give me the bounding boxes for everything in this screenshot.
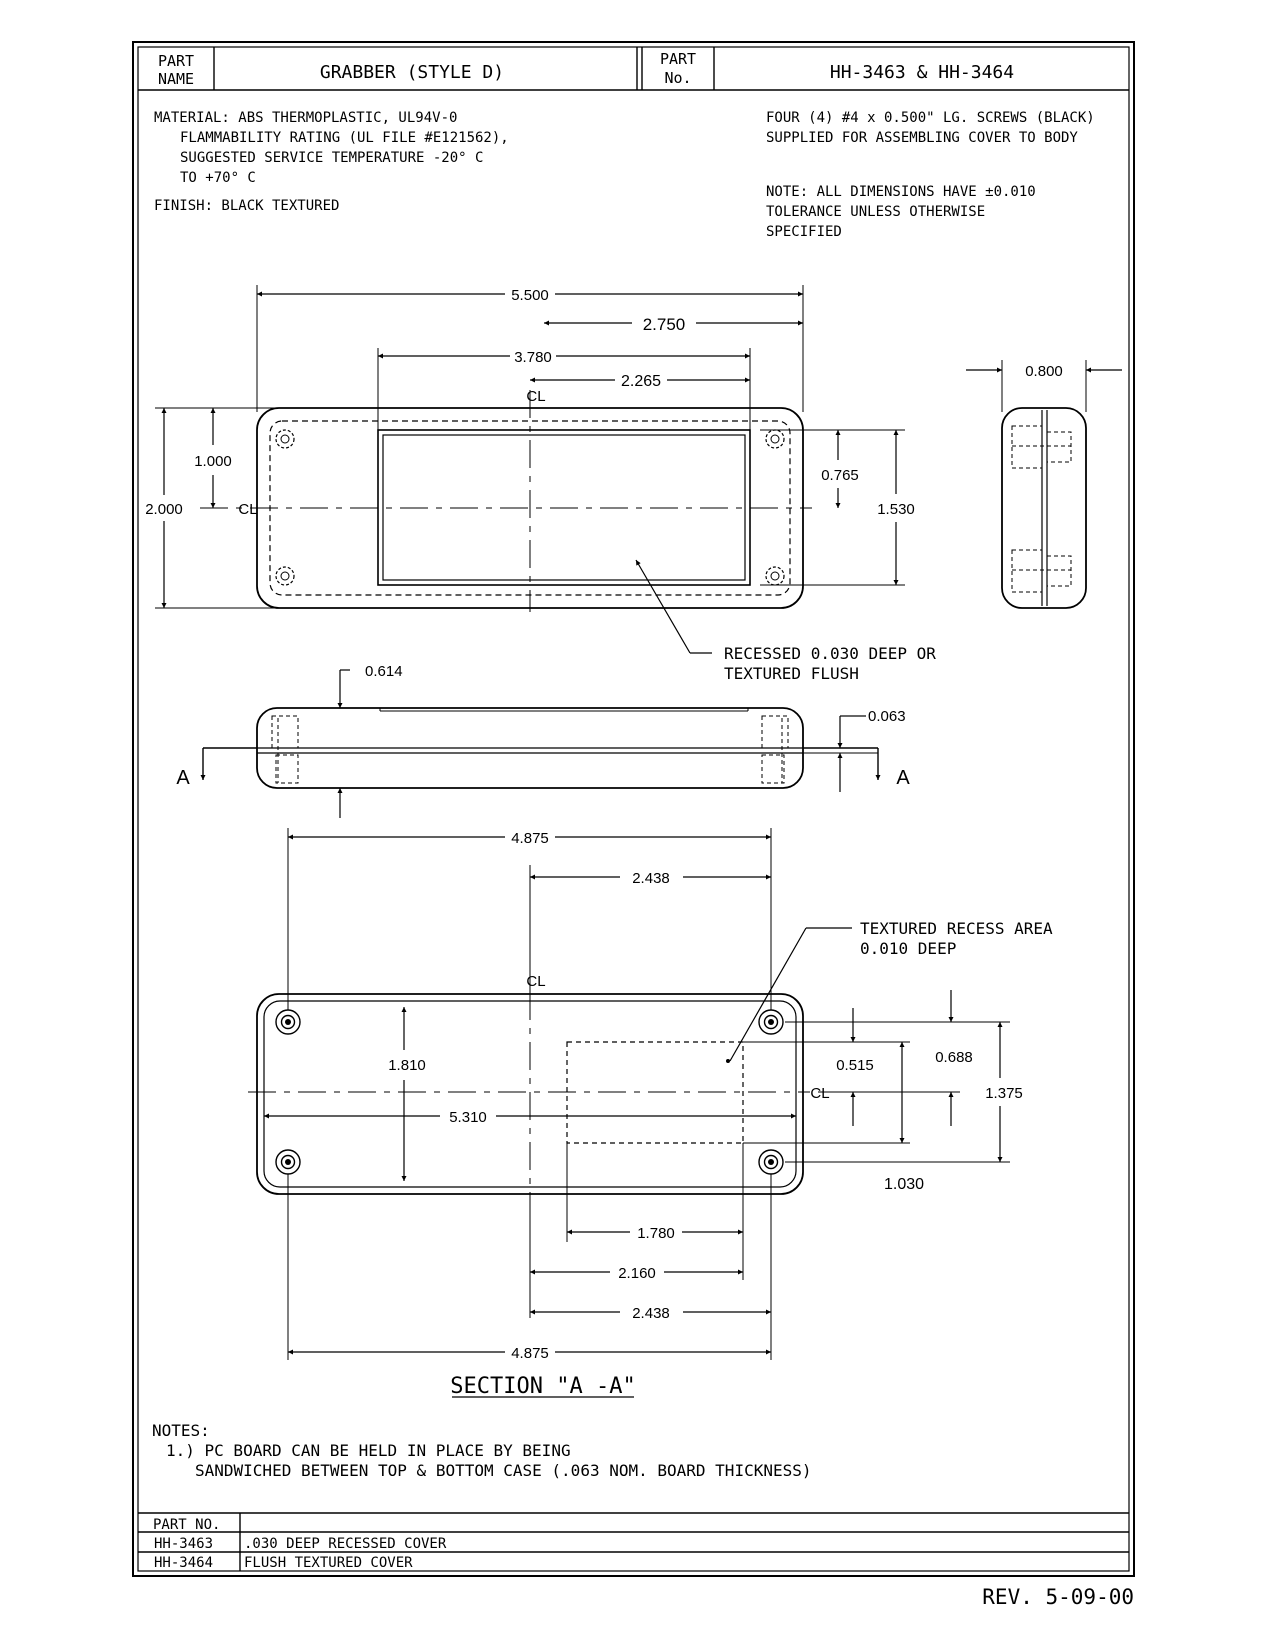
part-no-label-2: No. bbox=[664, 69, 691, 87]
svg-text:FOUR (4) #4 x 0.500" LG. SCREW: FOUR (4) #4 x 0.500" LG. SCREWS (BLACK) bbox=[766, 110, 1095, 126]
sheet-border bbox=[132, 41, 1135, 1577]
svg-text:1.780: 1.780 bbox=[637, 1225, 675, 1242]
end-view-depth-dim: 0.800 bbox=[1025, 363, 1063, 380]
screw-notes: FOUR (4) #4 x 0.500" LG. SCREWS (BLACK) … bbox=[766, 110, 1095, 146]
part-no-label: PART bbox=[660, 50, 696, 68]
svg-text:2.000: 2.000 bbox=[145, 501, 183, 518]
svg-text:2.160: 2.160 bbox=[618, 1265, 656, 1282]
svg-text:0.063: 0.063 bbox=[868, 708, 906, 725]
part-name-label: PART bbox=[158, 52, 194, 70]
svg-text:SECTION "A -A": SECTION "A -A" bbox=[450, 1374, 635, 1399]
parts-table-header: PART NO. bbox=[153, 1517, 220, 1533]
top-view-labels: 5.500 2.750 3.780 2.265 2.000 1.000 0.76… bbox=[145, 287, 936, 683]
svg-text:0.515: 0.515 bbox=[836, 1057, 874, 1074]
section-view-labels: 4.875 2.438 TEXTURED RECESS AREA 0.010 D… bbox=[388, 830, 1053, 1399]
svg-text:2.438: 2.438 bbox=[632, 870, 670, 887]
svg-text:SUGGESTED SERVICE TEMPERATURE: SUGGESTED SERVICE TEMPERATURE -20° C bbox=[180, 150, 483, 166]
part-no-value: HH-3463 & HH-3464 bbox=[830, 62, 1014, 83]
part-name-value: GRABBER (STYLE D) bbox=[320, 62, 504, 83]
parts-table-row-desc: FLUSH TEXTURED COVER bbox=[244, 1555, 413, 1571]
parts-table-row-desc: .030 DEEP RECESSED COVER bbox=[244, 1536, 447, 1552]
svg-text:1.) PC BOARD CAN BE HELD IN PL: 1.) PC BOARD CAN BE HELD IN PLACE BY BEI… bbox=[166, 1441, 571, 1460]
svg-text:A: A bbox=[896, 767, 910, 789]
svg-text:NOTES:: NOTES: bbox=[152, 1421, 210, 1440]
revision-label: REV. 5-09-00 bbox=[982, 1585, 1134, 1609]
svg-text:CL: CL bbox=[526, 973, 545, 990]
notes: NOTES: 1.) PC BOARD CAN BE HELD IN PLACE… bbox=[152, 1421, 812, 1480]
svg-text:SANDWICHED BETWEEN TOP & BOTTO: SANDWICHED BETWEEN TOP & BOTTOM CASE (.0… bbox=[195, 1461, 812, 1480]
tolerance-notes: NOTE: ALL DIMENSIONS HAVE ±0.010 TOLERAN… bbox=[766, 184, 1036, 240]
svg-text:0.010 DEEP: 0.010 DEEP bbox=[860, 939, 956, 958]
svg-text:5.310: 5.310 bbox=[449, 1109, 487, 1126]
svg-text:5.500: 5.500 bbox=[511, 287, 549, 304]
svg-text:CL: CL bbox=[526, 388, 545, 405]
svg-text:SPECIFIED: SPECIFIED bbox=[766, 224, 842, 240]
section-view bbox=[248, 828, 1010, 1398]
top-view bbox=[155, 285, 905, 654]
side-view bbox=[200, 669, 881, 818]
svg-text:4.875: 4.875 bbox=[511, 1345, 549, 1362]
svg-text:TOLERANCE UNLESS OTHERWISE: TOLERANCE UNLESS OTHERWISE bbox=[766, 204, 985, 220]
parts-table bbox=[138, 1512, 1129, 1571]
svg-text:RECESSED 0.030 DEEP OR: RECESSED 0.030 DEEP OR bbox=[724, 644, 936, 663]
end-view bbox=[966, 360, 1122, 609]
parts-table-row-part: HH-3463 bbox=[154, 1536, 213, 1552]
part-name-label-2: NAME bbox=[158, 70, 194, 88]
svg-text:TO +70° C: TO +70° C bbox=[180, 170, 256, 186]
svg-text:SUPPLIED FOR ASSEMBLING COVER: SUPPLIED FOR ASSEMBLING COVER TO BODY bbox=[766, 130, 1078, 146]
svg-text:TEXTURED RECESS AREA: TEXTURED RECESS AREA bbox=[860, 919, 1053, 938]
svg-text:0.688: 0.688 bbox=[935, 1049, 973, 1066]
svg-text:0.614: 0.614 bbox=[365, 663, 403, 680]
svg-text:3.780: 3.780 bbox=[514, 349, 552, 366]
material-notes: MATERIAL: ABS THERMOPLASTIC, UL94V-0 FLA… bbox=[154, 110, 509, 214]
svg-text:0.765: 0.765 bbox=[821, 467, 859, 484]
svg-text:NOTE: ALL DIMENSIONS HAVE ±0.0: NOTE: ALL DIMENSIONS HAVE ±0.010 bbox=[766, 184, 1036, 200]
svg-text:1.000: 1.000 bbox=[194, 453, 232, 470]
svg-text:CL: CL bbox=[810, 1085, 829, 1102]
svg-text:2.438: 2.438 bbox=[632, 1305, 670, 1322]
svg-text:2.265: 2.265 bbox=[621, 373, 661, 390]
parts-table-row-part: HH-3464 bbox=[154, 1555, 213, 1571]
svg-text:1.810: 1.810 bbox=[388, 1057, 426, 1074]
title-block bbox=[138, 47, 1129, 91]
svg-text:1.375: 1.375 bbox=[985, 1085, 1023, 1102]
svg-text:A: A bbox=[176, 767, 190, 789]
svg-text:FINISH: BLACK TEXTURED: FINISH: BLACK TEXTURED bbox=[154, 198, 339, 214]
svg-text:2.750: 2.750 bbox=[643, 315, 686, 334]
svg-text:1.530: 1.530 bbox=[877, 501, 915, 518]
side-view-labels: 0.614 0.063 A A bbox=[176, 663, 910, 789]
svg-text:MATERIAL: ABS THERMOPLASTIC, U: MATERIAL: ABS THERMOPLASTIC, UL94V-0 bbox=[154, 110, 457, 126]
svg-text:4.875: 4.875 bbox=[511, 830, 549, 847]
svg-text:FLAMMABILITY RATING (UL FILE #: FLAMMABILITY RATING (UL FILE #E121562), bbox=[180, 130, 509, 146]
svg-text:TEXTURED FLUSH: TEXTURED FLUSH bbox=[724, 664, 859, 683]
svg-text:CL: CL bbox=[238, 501, 257, 518]
svg-text:1.030: 1.030 bbox=[884, 1176, 924, 1193]
